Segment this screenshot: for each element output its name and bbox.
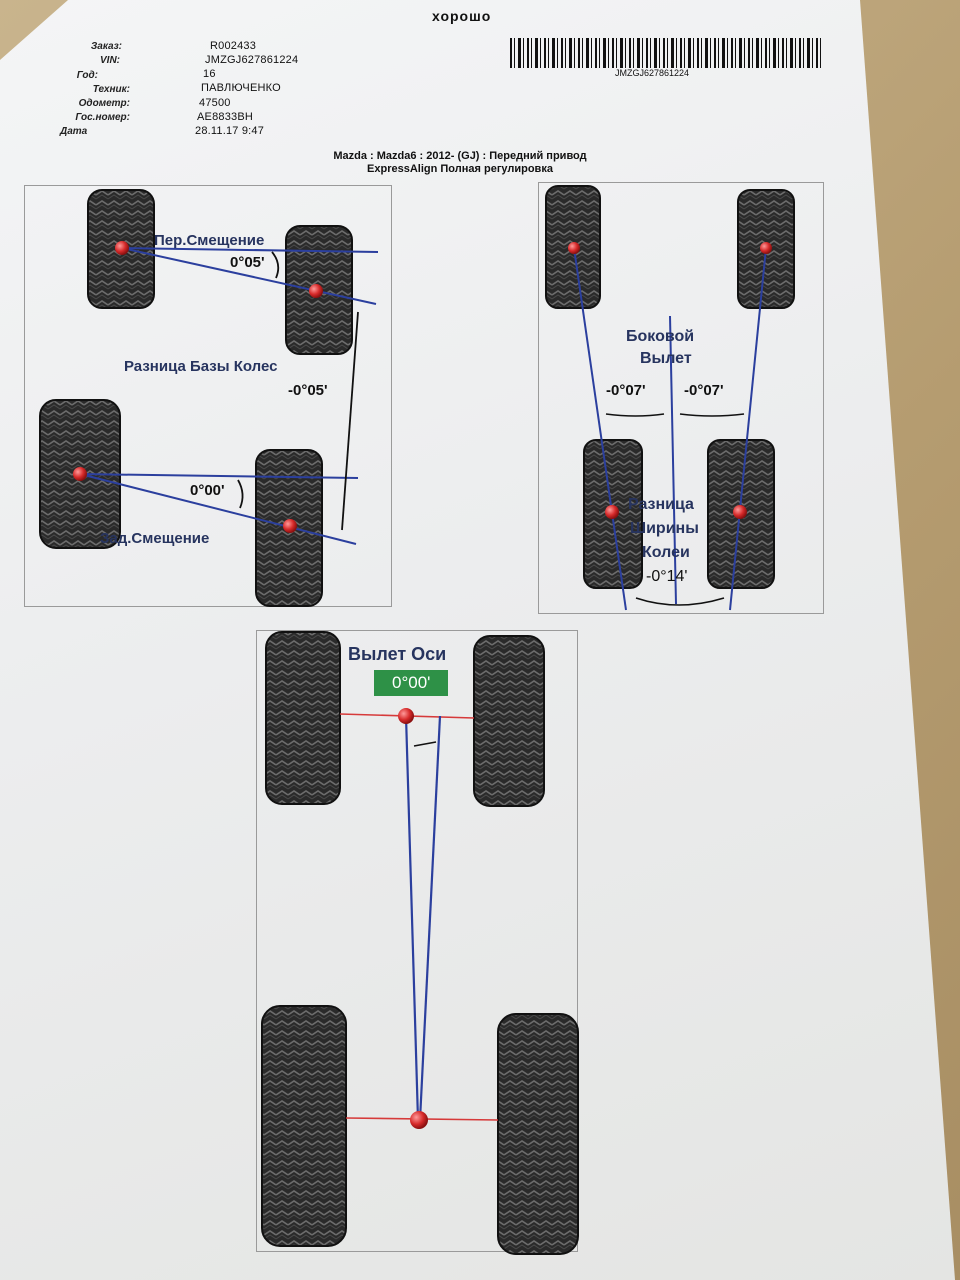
track-value: -0°14' [646, 568, 688, 585]
marker-thrust-rear [410, 1111, 428, 1129]
plate-value: AE8833BH [197, 111, 254, 123]
status-text: хорошо [432, 8, 492, 24]
track-width-arc [635, 597, 725, 606]
setback-left-arc [605, 413, 665, 417]
tire-thrust-rear-right [497, 1013, 579, 1255]
barcode [510, 38, 822, 68]
thrust-line [418, 715, 442, 1121]
setback-right-arc [679, 413, 745, 417]
marker-front-right [309, 284, 323, 298]
thrust-value-badge: 0°00' [374, 670, 449, 696]
rear-offset-label: Зад.Смещение [100, 530, 210, 547]
vin-value: JMZGJ627861224 [205, 54, 299, 66]
setback-left-value: -0°07' [606, 382, 646, 399]
tire-thrust-front-left [265, 631, 341, 805]
setback-label-1: Боковой [626, 328, 695, 345]
vehicle-info: Mazda : Mazda6 : 2012- (GJ) : Передний п… [270, 150, 650, 176]
wheelbase-value: -0°05' [288, 382, 328, 399]
track-center-line [669, 315, 677, 605]
marker-thrust-front [398, 708, 414, 724]
wheelbase-arrow [341, 311, 359, 531]
marker-rear-right [283, 519, 297, 533]
track-label-3: Колеи [642, 544, 690, 561]
thrust-angle-panel [256, 630, 578, 1252]
wheelbase-label: Разница Базы Колес [124, 358, 278, 375]
marker-track-fr [760, 242, 772, 254]
marker-front-left [115, 241, 129, 255]
marker-track-rl [605, 505, 619, 519]
technician-label: Техник: [92, 84, 130, 95]
thrust-arc [413, 741, 437, 747]
front-offset-value: 0°05' [230, 254, 265, 271]
vehicle-line-2: ExpressAlign Полная регулировка [367, 163, 553, 175]
vehicle-line-1: Mazda : Mazda6 : 2012- (GJ) : Передний п… [333, 150, 587, 162]
track-left-line [573, 247, 627, 611]
plate-label: Гос.номер: [75, 112, 130, 123]
order-label: Заказ: [90, 41, 122, 52]
order-value: R002433 [210, 40, 257, 52]
track-right-line [729, 247, 767, 611]
rear-offset-line [79, 473, 357, 545]
year-label: Год: [76, 70, 98, 81]
front-reference-line [121, 247, 379, 253]
setback-right-value: -0°07' [684, 382, 724, 399]
tire-thrust-rear-left [261, 1005, 347, 1247]
tire-thrust-front-right [473, 635, 545, 807]
thrust-label: Вылет Оси [348, 644, 447, 664]
right-track-panel [538, 182, 824, 614]
marker-track-fl [568, 242, 580, 254]
centerline [404, 715, 420, 1121]
rear-offset-value: 0°00' [190, 482, 225, 499]
setback-label-2: Вылет [640, 350, 692, 367]
technician-value: ПАВЛЮЧЕНКО [201, 82, 281, 94]
marker-track-rr [733, 505, 747, 519]
odometer-label: Одометр: [78, 98, 130, 109]
barcode-text: JMZGJ627861224 [615, 68, 690, 78]
odometer-value: 47500 [199, 97, 231, 109]
track-label-1: Разница [628, 496, 694, 513]
marker-rear-left [73, 467, 87, 481]
year-value: 16 [203, 68, 216, 80]
left-offset-panel [24, 185, 392, 607]
rear-reference-line [79, 473, 359, 479]
vin-label: VIN: [100, 55, 120, 66]
front-offset-arc [271, 251, 280, 279]
date-value: 28.11.17 9:47 [195, 125, 265, 137]
track-label-2: Ширины [630, 520, 699, 537]
front-offset-line [121, 247, 377, 305]
rear-offset-arc [237, 479, 244, 509]
front-offset-label: Пер.Смещение [154, 232, 265, 249]
date-label: Дата [60, 126, 88, 137]
